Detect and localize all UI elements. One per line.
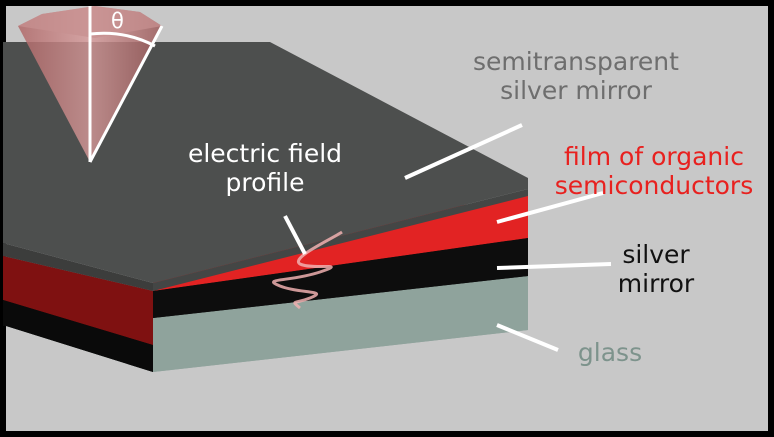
electric-field-wave — [272, 230, 343, 310]
organic-film-label: film of organic semiconductors — [540, 142, 768, 200]
electric-field-label: electric field profile — [165, 139, 365, 197]
silver-mirror-label-line1: silver — [622, 240, 690, 269]
top-mirror-side-edge — [153, 189, 528, 291]
pointer-electric-field — [283, 215, 307, 255]
electric-field-label-line1: electric field — [187, 139, 343, 168]
glass-label: glass — [577, 338, 643, 367]
organic-film-label-line1: film of organic — [564, 142, 744, 171]
silver-mirror-label-line2: mirror — [617, 269, 695, 298]
cone-edge-line — [88, 25, 164, 163]
glass-layer-side — [153, 276, 528, 372]
theta-label: θ — [111, 9, 124, 33]
semitransparent-mirror-label: semitransparent silver mirror — [440, 47, 712, 105]
organic-film-layer-left-front — [3, 256, 153, 345]
electric-field-label-line2: profile — [225, 168, 305, 197]
silver-mirror-band — [153, 238, 528, 318]
semitransparent-mirror-label-line1: semitransparent — [473, 47, 679, 76]
silver-mirror-label: silver mirror — [596, 240, 716, 298]
pointer-organic-film — [496, 191, 604, 224]
pointer-glass — [496, 323, 559, 352]
top-mirror-left-edge — [3, 243, 153, 291]
pointer-semitransparent-mirror — [404, 123, 523, 180]
organic-film-label-line2: semiconductors — [554, 171, 754, 200]
pointer-silver-mirror — [496, 262, 612, 270]
top-mirror-surface — [3, 42, 528, 283]
silver-mirror-band-left — [3, 300, 153, 372]
angle-arc — [89, 31, 156, 48]
semitransparent-mirror-label-line2: silver mirror — [500, 76, 652, 105]
